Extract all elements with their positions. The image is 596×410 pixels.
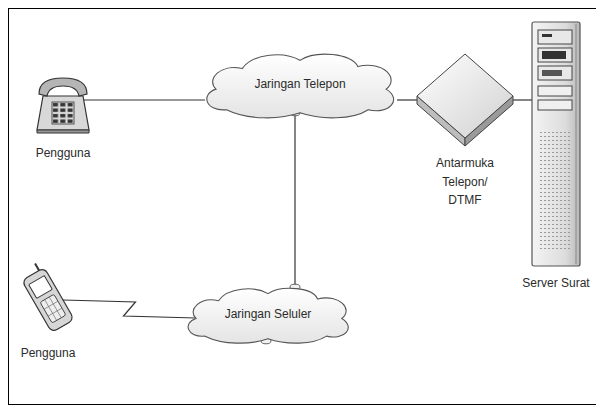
diamond-icon [415,52,515,148]
user-telephone: Pengguna [28,74,98,163]
network-label: Jaringan Seluler [178,307,358,321]
mobile-icon [17,264,79,336]
node-label: Server Surat [520,274,592,293]
connector [294,113,295,287]
node-label: Antarmuka Telepon/ DTMF [428,154,502,210]
user-mobile-phone: Pengguna [10,264,86,363]
connector [84,99,205,100]
junction-mark [261,338,271,344]
node-label: Pengguna [28,144,98,163]
telephone-dtmf-interface: Antarmuka Telepon/ DTMF [413,52,517,210]
telephone-network-cloud: Jaringan Telepon [195,48,405,120]
desk-icon [35,74,91,134]
server-icon [528,20,584,268]
wireless-link [63,300,196,318]
connector [513,99,532,100]
junction-mark [290,110,300,116]
connector [397,99,417,100]
junction-mark [290,284,300,290]
frame [9,9,596,405]
node-label: Pengguna [10,344,86,363]
network-label: Jaringan Telepon [195,77,405,91]
mail-server: Server Surat [520,20,592,293]
cellular-network-cloud: Jaringan Seluler [178,283,358,345]
